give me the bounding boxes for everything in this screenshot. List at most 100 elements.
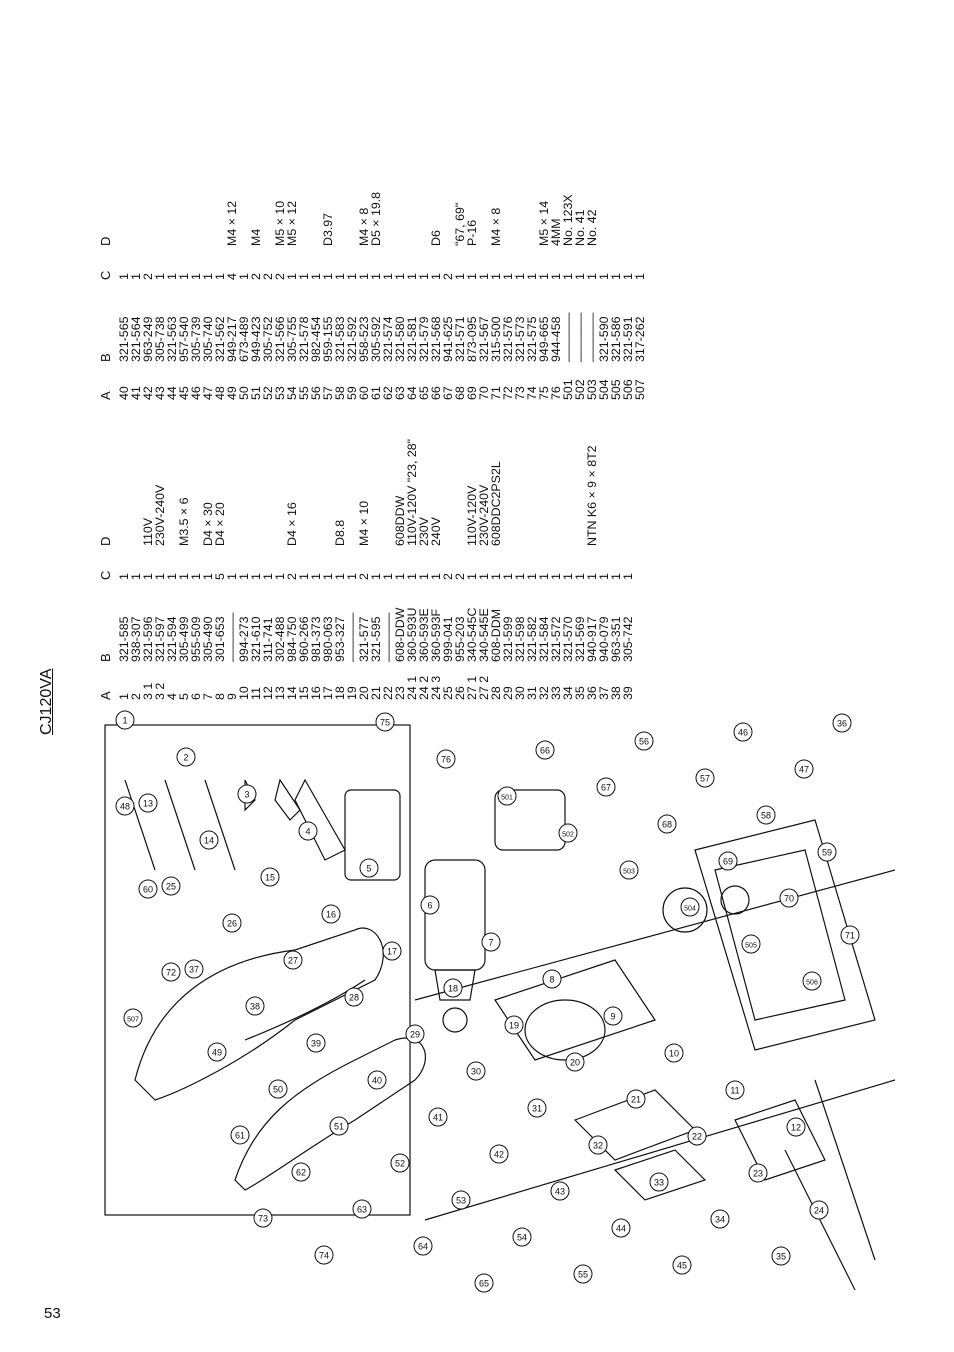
callout-circle [268, 1079, 288, 1099]
callout-number: 49 [212, 1048, 222, 1058]
cell-remarks [382, 122, 394, 246]
callout-circle [306, 1033, 326, 1053]
callout-circle [832, 713, 852, 733]
cell-remarks: M4 × 8 [489, 207, 503, 246]
callout-circle [588, 1135, 608, 1155]
callout-circle [550, 1181, 570, 1201]
callout-number: 20 [570, 1058, 580, 1068]
callout-circle [176, 747, 196, 767]
cell-item-no: 39 [621, 686, 635, 700]
callout-circle [260, 867, 280, 887]
callout-number: 67 [601, 783, 611, 793]
callout-circle [314, 1245, 334, 1265]
callout-circle [237, 784, 257, 804]
callout-circle [527, 1098, 547, 1118]
callout-number: 23 [753, 1169, 763, 1179]
cell-remarks [418, 122, 430, 246]
callout-number: 6 [427, 901, 432, 911]
callout-circle [840, 925, 860, 945]
cell-remarks: D3.97 [321, 212, 335, 246]
model-title: CJ120VA [38, 668, 55, 735]
callout-number: 36 [837, 719, 847, 729]
callout-circle [680, 897, 700, 917]
callout-number: 48 [120, 802, 130, 812]
callout-circle [619, 860, 639, 880]
callout-circle [771, 1246, 791, 1266]
table-header-row: A B C D [98, 122, 118, 400]
callout-circle [245, 996, 265, 1016]
callout-number: 60 [143, 885, 153, 895]
callout-number: 19 [509, 1021, 519, 1031]
callout-circle [497, 786, 517, 806]
callout-number: 73 [258, 1214, 268, 1224]
callout-circle [321, 904, 341, 924]
callout-number: 56 [639, 737, 649, 747]
callout-circle [222, 913, 242, 933]
callout-circle [405, 1024, 425, 1044]
callout-circle [298, 821, 318, 841]
callout-circle [352, 1199, 372, 1219]
cell-remarks: D5 × 19.8 [369, 191, 383, 246]
col-header-b: B [98, 653, 113, 662]
col-header-a: A [98, 691, 113, 700]
cell-remarks [334, 122, 346, 246]
callout-circle [535, 740, 555, 760]
callout-number: 42 [494, 1150, 504, 1160]
callout-number: 69 [723, 857, 733, 867]
callout-number: 15 [265, 873, 275, 883]
callout-number: 66 [540, 746, 550, 756]
cell-remarks [394, 122, 406, 246]
callout-number: 21 [631, 1095, 641, 1105]
cell-remarks [154, 122, 166, 246]
callout-circle [809, 1200, 829, 1220]
callout-number: 59 [822, 848, 832, 858]
callout-circle [672, 1255, 692, 1275]
callout-circle [329, 1116, 349, 1136]
callout-number: 501 [501, 795, 513, 802]
callout-number: 38 [250, 1002, 260, 1012]
callout-number: 26 [227, 919, 237, 929]
cell-remarks: M5 × 12 [285, 200, 299, 246]
cell-quantity: 1 [633, 273, 647, 280]
callout-number: 35 [776, 1252, 786, 1262]
callout-number: 63 [357, 1205, 367, 1215]
callout-number: 70 [784, 894, 794, 904]
callout-circle [161, 962, 181, 982]
callout-circle [115, 710, 135, 730]
col-header-d: D [98, 236, 113, 246]
callout-circle [573, 1264, 593, 1284]
cell-remarks [598, 122, 610, 246]
callout-number: 62 [296, 1168, 306, 1178]
callout-number: 4 [305, 827, 310, 837]
callout-circle [375, 712, 395, 732]
callout-circle [359, 858, 379, 878]
callout-number: 28 [349, 993, 359, 1003]
cell-remarks: D6 [429, 230, 443, 246]
callout-number: 57 [700, 774, 710, 784]
cell-remarks: No. 42 [585, 209, 599, 246]
cell-remarks [130, 122, 142, 246]
callout-number: 505 [745, 943, 757, 950]
callout-circle [436, 749, 456, 769]
callout-circle [687, 1126, 707, 1146]
cell-item-no: 507 [633, 379, 647, 400]
callout-circle [291, 1162, 311, 1182]
callout-number: 61 [235, 1131, 245, 1141]
col-header-c: C [98, 570, 113, 580]
callout-number: 65 [479, 1279, 489, 1289]
callout-number: 68 [662, 820, 672, 830]
callout-number: 14 [204, 836, 214, 846]
cell-remarks [142, 122, 154, 246]
callout-circle [115, 796, 135, 816]
cell-remarks [502, 122, 514, 246]
callout-number: 18 [448, 984, 458, 994]
cell-remarks [166, 122, 178, 246]
callout-number: 30 [471, 1067, 481, 1077]
callout-number: 506 [806, 980, 818, 987]
callout-number: 13 [143, 799, 153, 809]
cell-remarks [190, 122, 202, 246]
callout-number: 503 [623, 869, 635, 876]
callout-number: 33 [654, 1178, 664, 1188]
